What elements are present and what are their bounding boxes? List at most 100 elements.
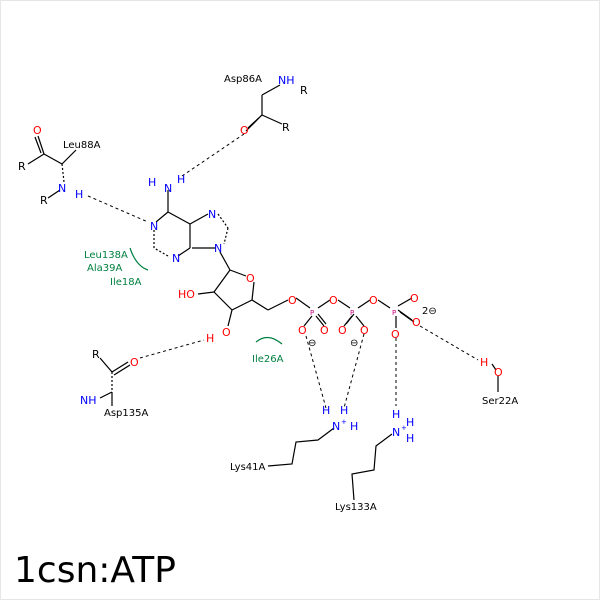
bond <box>303 315 313 327</box>
charge-plus: + <box>341 418 347 426</box>
bond <box>377 299 391 309</box>
hbond <box>87 195 149 223</box>
atom-r: R <box>282 121 290 134</box>
atom-o: O <box>338 324 347 337</box>
bond <box>99 357 113 373</box>
bond <box>351 433 393 501</box>
hydrophobic-arc <box>129 247 149 271</box>
atom-h: H <box>350 420 358 433</box>
bond <box>295 297 311 309</box>
atom-o: O <box>391 328 400 341</box>
atom-h: H <box>148 176 156 189</box>
atom-n: N <box>164 182 172 195</box>
atom-n: N <box>58 182 66 195</box>
bond <box>315 315 325 327</box>
bond <box>111 361 129 373</box>
bond <box>267 299 289 311</box>
atom-nh: NH <box>278 74 295 87</box>
bond <box>213 291 233 311</box>
atom-r: R <box>40 194 48 207</box>
hbond <box>139 339 205 359</box>
bond <box>213 269 231 293</box>
bond <box>37 135 45 155</box>
atom-h: H <box>406 416 414 429</box>
atom-r: R <box>300 84 308 97</box>
atom-ho: HO <box>178 288 195 301</box>
bond <box>217 213 229 229</box>
atom-h: H <box>480 356 488 369</box>
atom-n: N <box>208 208 216 221</box>
atom-n: N <box>392 426 400 439</box>
bond <box>245 117 260 132</box>
bond <box>317 313 327 325</box>
bond <box>155 211 169 223</box>
atom-n: N <box>150 220 158 233</box>
atom-p: P <box>350 309 354 317</box>
residue-asp86-label: Asp86A <box>224 74 262 85</box>
atom-h: H <box>177 173 185 186</box>
bond <box>491 363 497 371</box>
bond <box>34 136 42 154</box>
atom-o: O <box>298 324 307 337</box>
bond <box>355 315 365 327</box>
bond <box>219 251 231 271</box>
bond <box>261 84 281 96</box>
bond <box>197 291 215 295</box>
atom-o: O <box>360 324 369 337</box>
atom-o: O <box>33 124 42 137</box>
atom-n: N <box>332 420 340 433</box>
atom-p: P <box>310 309 314 317</box>
atom-p: P <box>392 309 396 317</box>
atom-h: H <box>75 188 83 201</box>
bond <box>99 391 113 399</box>
residue-ala39-label: Ala39A <box>87 263 122 274</box>
bond <box>47 189 61 199</box>
bond <box>27 153 45 165</box>
bond <box>61 149 77 165</box>
ligand-title: 1csn:ATP <box>14 550 176 591</box>
residue-lys41-label: Lys41A <box>230 462 266 473</box>
atom-o: O <box>246 272 255 285</box>
charge-minus: ⊖ <box>350 338 358 349</box>
atom-o: O <box>329 294 338 307</box>
hbond <box>305 335 327 409</box>
atom-o: O <box>412 316 421 329</box>
bond <box>43 153 63 165</box>
atom-o: O <box>369 294 378 307</box>
bond <box>231 299 253 311</box>
atom-o: O <box>240 124 249 137</box>
residue-ile18-label: Ile18A <box>110 277 142 288</box>
bond <box>113 364 131 376</box>
bond <box>61 163 65 183</box>
residue-ile26-label: Ile26A <box>252 354 284 365</box>
bond <box>251 299 269 311</box>
bond <box>345 313 355 325</box>
bond <box>229 269 247 277</box>
atom-r: R <box>92 348 100 361</box>
hbond <box>419 325 479 361</box>
bond <box>177 247 191 257</box>
atom-o: O <box>222 326 231 339</box>
atom-o: O <box>130 356 139 369</box>
residue-leu138-label: Leu138A <box>84 250 128 261</box>
atom-n: N <box>172 252 180 265</box>
atom-h: H <box>406 432 414 445</box>
atom-h: H <box>340 404 348 417</box>
atom-n: N <box>214 242 222 255</box>
bond <box>227 309 233 327</box>
atom-nh: NH <box>80 394 97 407</box>
bond <box>337 299 351 309</box>
atom-o: O <box>288 294 297 307</box>
bond <box>357 299 371 309</box>
atom-r: R <box>18 160 26 173</box>
bond <box>267 427 335 467</box>
bond <box>167 211 191 225</box>
residue-leu88-label: Leu88A <box>63 140 101 151</box>
bond <box>317 299 331 309</box>
bond <box>397 297 413 307</box>
bond <box>189 213 209 225</box>
bond <box>153 247 169 257</box>
charge-minus: ⊖ <box>308 338 316 349</box>
residue-ser22-label: Ser22A <box>482 396 518 407</box>
